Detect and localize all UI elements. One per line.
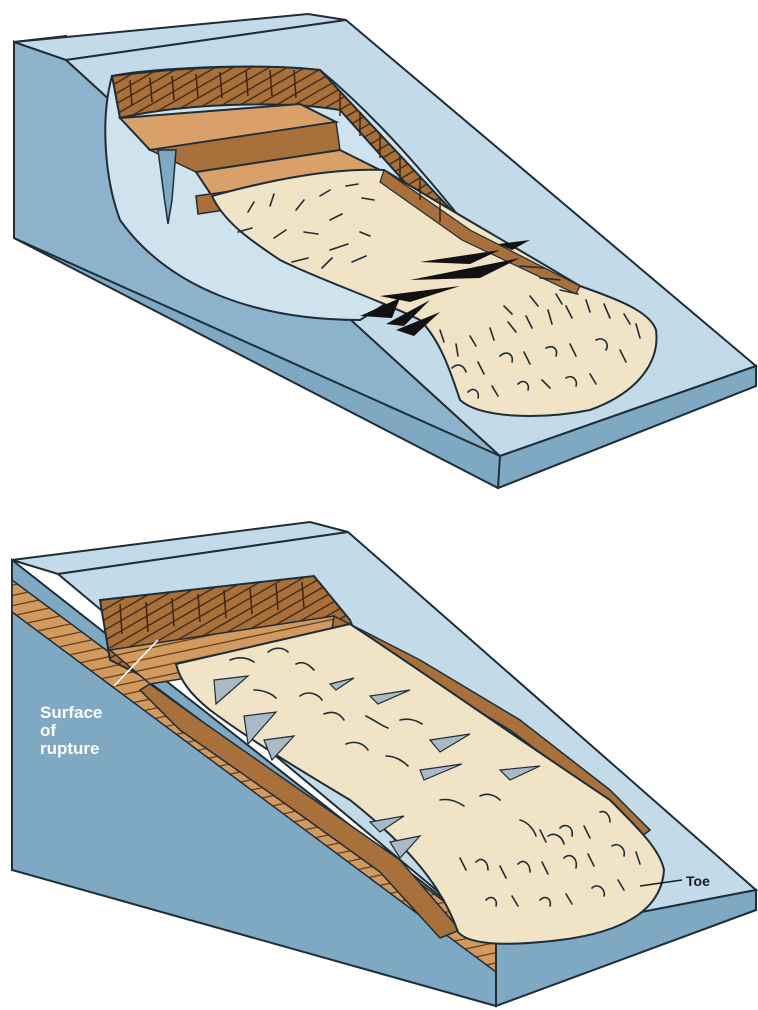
surface-label-line3: rupture bbox=[40, 739, 100, 758]
toe-label: Toe bbox=[686, 873, 710, 889]
surface-label-line2: of bbox=[40, 721, 56, 740]
translational-slide-diagram: Surface of rupture Toe bbox=[12, 522, 756, 1006]
surface-label-line1: Surface bbox=[40, 703, 102, 722]
slump-earthflow-diagram bbox=[14, 14, 756, 488]
